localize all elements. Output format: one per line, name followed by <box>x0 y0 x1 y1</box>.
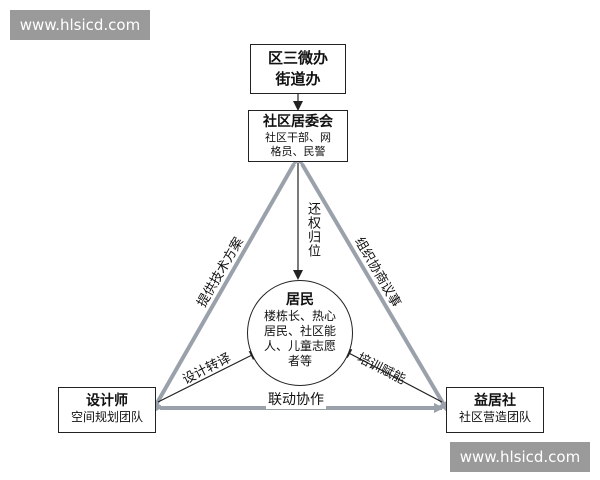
arrow-yijushe-to-residents <box>341 349 443 403</box>
yijushe-desc: 社区营造团队 <box>458 410 531 424</box>
designer-desc: 空间规划团队 <box>70 410 143 424</box>
committee-title: 社区居委会 <box>263 114 333 130</box>
residents-title: 居民 <box>286 292 314 308</box>
node-community-committee: 社区居委会 社区干部、网 格员、民警 <box>248 110 348 162</box>
edge-committee-yijushe <box>293 154 449 412</box>
node-designer: 设计师 空间规划团队 <box>58 387 156 433</box>
label-linkage: 联动协作 <box>266 389 326 409</box>
arrow-designer-to-residents <box>157 351 260 403</box>
yijushe-title: 益居社 <box>474 393 516 409</box>
residents-desc-line2: 居民、社区能 <box>263 324 336 338</box>
district-line2: 街道办 <box>275 70 321 88</box>
residents-desc-line1: 楼栋长、热心 <box>263 309 336 323</box>
committee-desc-line1: 社区干部、网 <box>265 131 331 144</box>
edge-committee-designer <box>151 154 303 412</box>
watermark-bottom: www.hlsicd.com <box>450 442 590 472</box>
designer-title: 设计师 <box>86 393 128 409</box>
residents-desc-line3: 人、儿童志愿 <box>263 339 336 353</box>
node-district-office: 区三微办 街道办 <box>250 44 346 94</box>
district-line1: 区三微办 <box>267 49 328 67</box>
label-empower: 还权归位 <box>305 202 320 258</box>
node-residents: 居民 楼栋长、热心 居民、社区能 人、儿童志愿 者等 <box>247 280 353 386</box>
watermark-top: www.hlsicd.com <box>10 10 150 40</box>
node-yijushe: 益居社 社区营造团队 <box>446 387 544 433</box>
residents-desc-line4: 者等 <box>287 354 312 368</box>
committee-desc-line2: 格员、民警 <box>270 145 326 158</box>
